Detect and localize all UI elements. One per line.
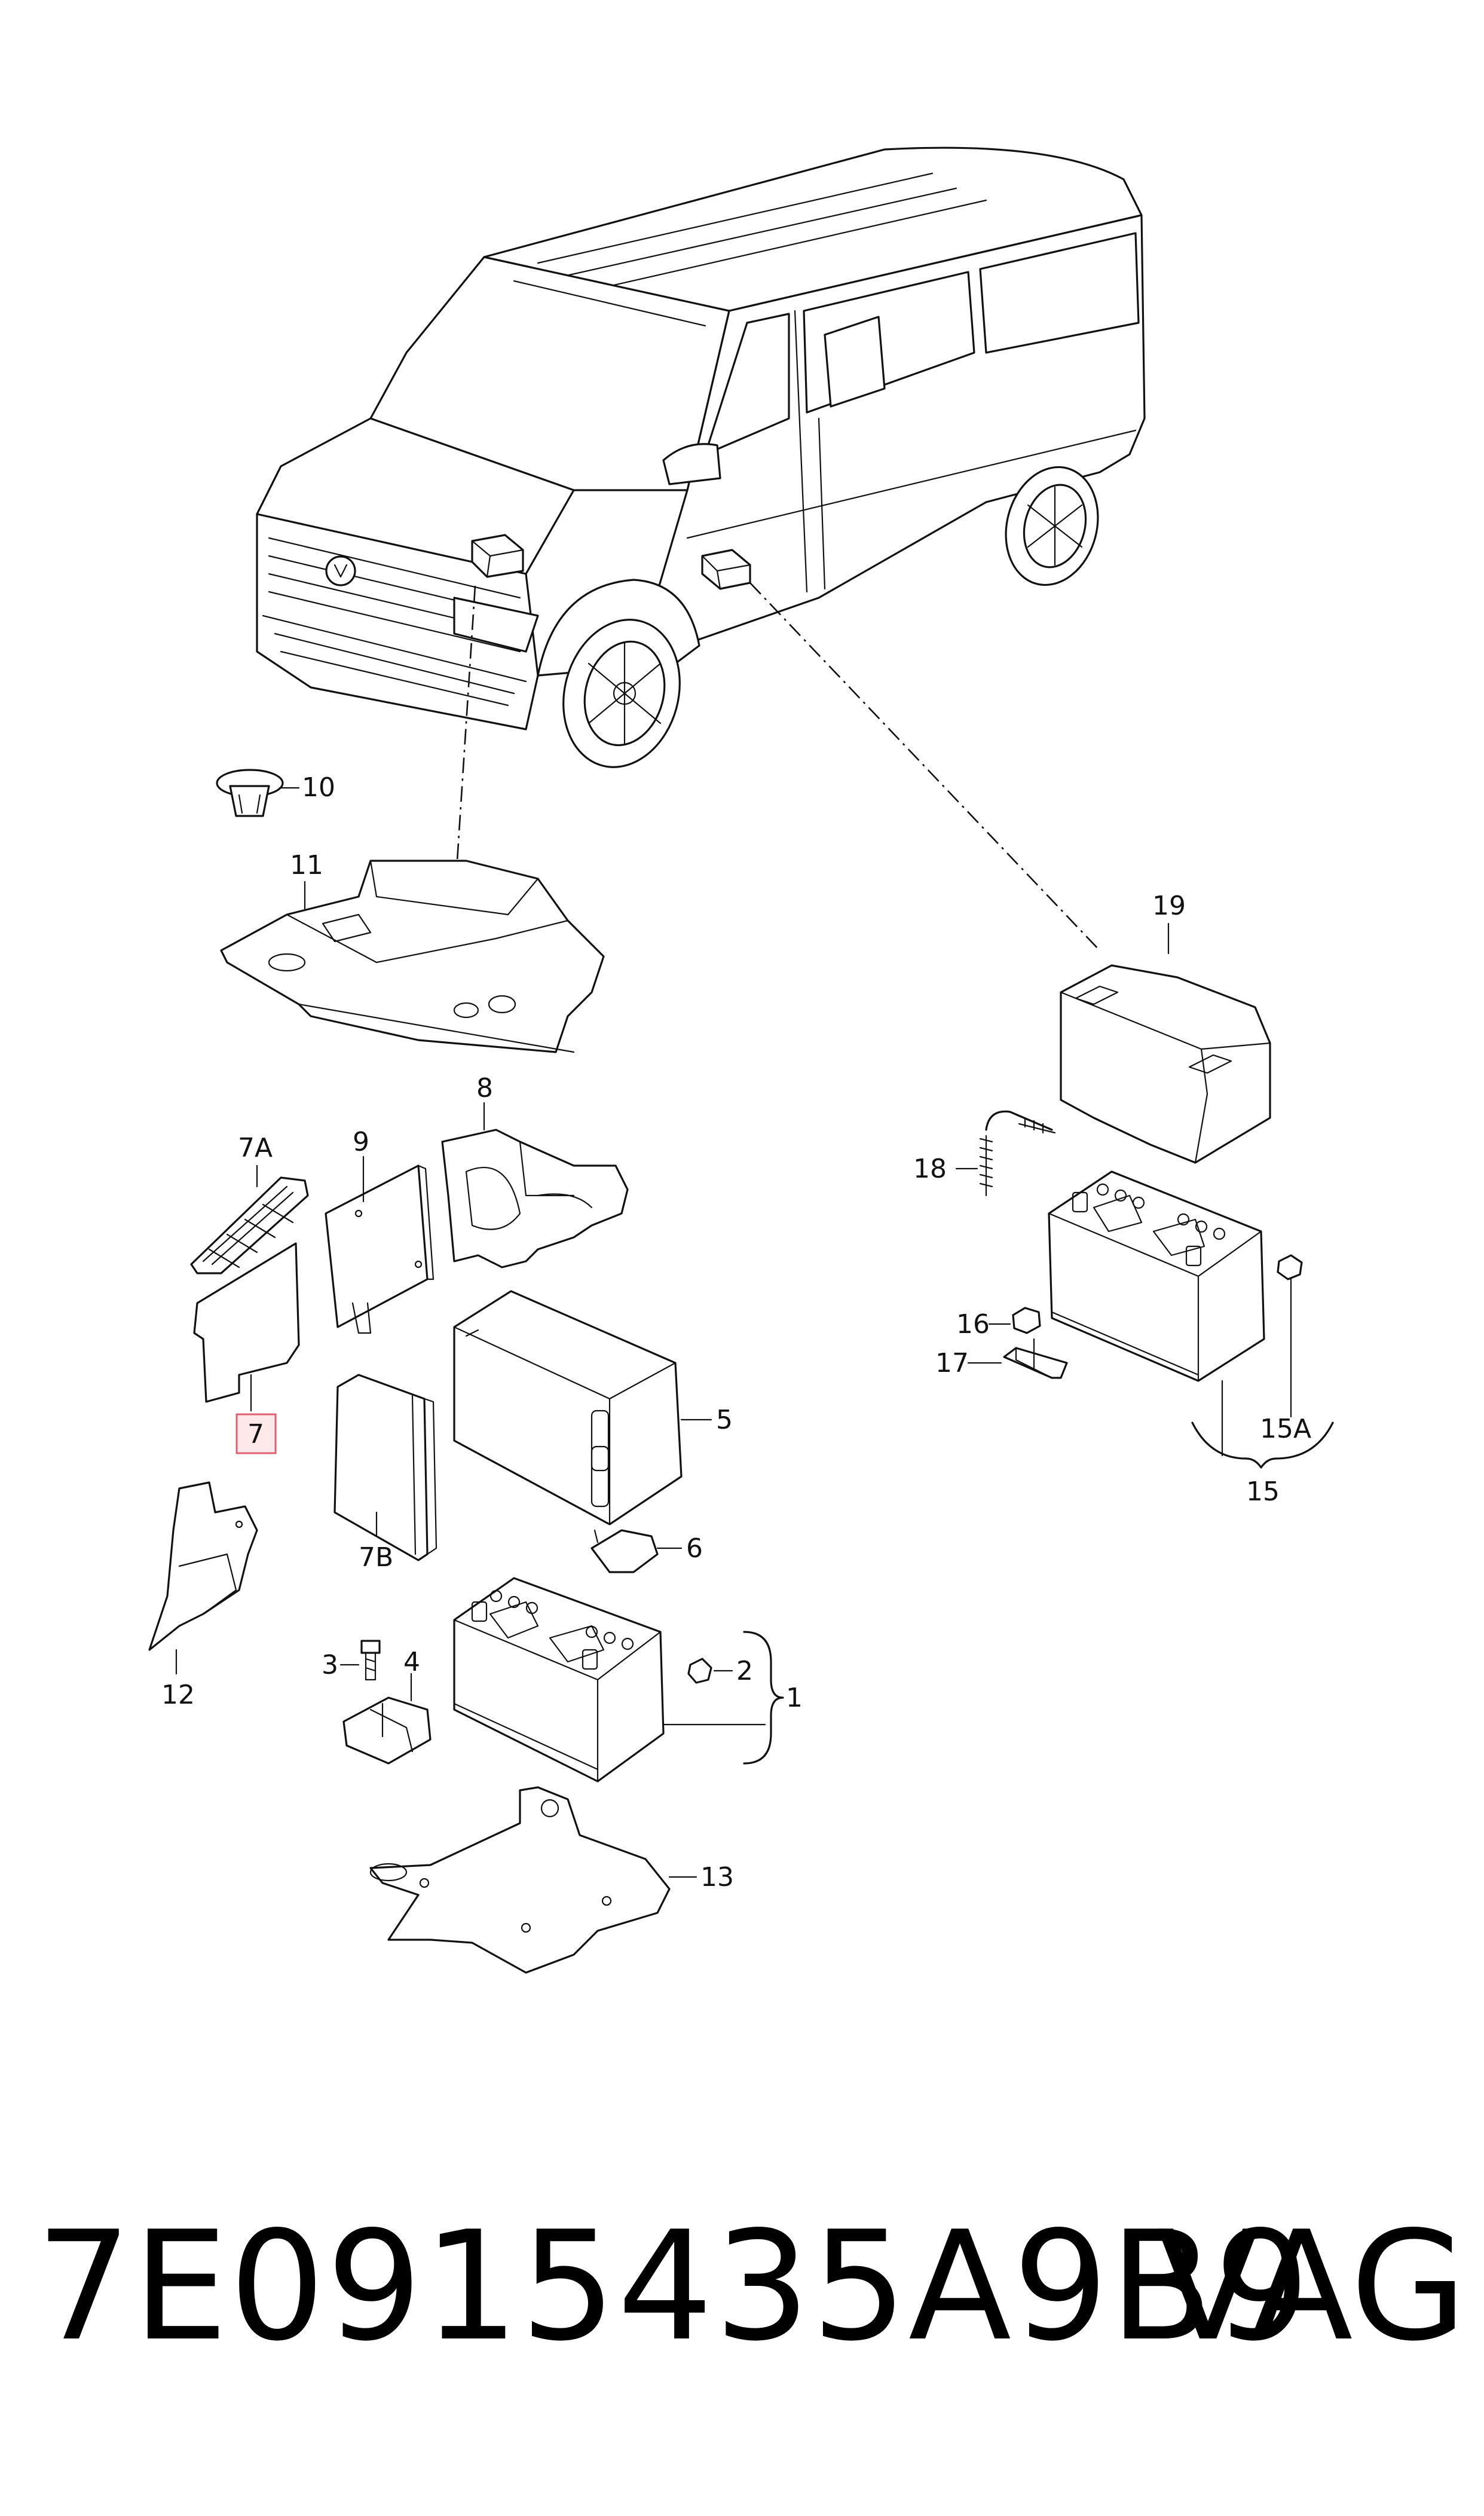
callout-10: 10 bbox=[302, 772, 335, 803]
callout-8: 8 bbox=[476, 1073, 493, 1103]
part-7b-side-panel bbox=[333, 1374, 437, 1561]
callout-17: 17 bbox=[935, 1348, 969, 1378]
part-16-nut bbox=[1012, 1307, 1041, 1334]
part-6-holder bbox=[590, 1529, 659, 1573]
part-5-battery-box bbox=[453, 1290, 683, 1526]
callout-19: 19 bbox=[1152, 891, 1186, 921]
callout-3: 3 bbox=[322, 1650, 338, 1680]
callout-16: 16 bbox=[956, 1309, 990, 1340]
callout-13: 13 bbox=[700, 1862, 734, 1893]
part-10-clip bbox=[216, 769, 284, 817]
callout-11: 11 bbox=[290, 850, 323, 881]
callout-1: 1 bbox=[786, 1683, 803, 1713]
part-4-clamp bbox=[342, 1696, 432, 1765]
part-19-battery-cover bbox=[1060, 964, 1271, 1164]
part-15-battery bbox=[1048, 1170, 1265, 1382]
part-11-cover bbox=[220, 860, 605, 1053]
callout-15a: 15A bbox=[1260, 1414, 1311, 1444]
callout-5: 5 bbox=[716, 1405, 733, 1435]
leader-van-to-battery-19 bbox=[749, 582, 1100, 951]
callout-4: 4 bbox=[403, 1647, 420, 1677]
leader-van-to-cover bbox=[456, 585, 476, 861]
callout-7: 7 bbox=[247, 1419, 264, 1450]
part-9-plate bbox=[325, 1164, 435, 1334]
callout-18: 18 bbox=[913, 1154, 947, 1184]
brand-label: VAG bbox=[1156, 2199, 1467, 2374]
part-8-bracket bbox=[441, 1129, 629, 1268]
callout-7-highlight bbox=[235, 1413, 277, 1454]
part-number: 7E0915435A9B9 bbox=[36, 2199, 1311, 2374]
callout-15: 15 bbox=[1246, 1476, 1280, 1507]
callout-6: 6 bbox=[686, 1533, 703, 1564]
parts-diagram: 10 11 8 9 7A 7 bbox=[148, 146, 1334, 1974]
part-13-base-plate bbox=[369, 1786, 671, 1974]
part-12-shield bbox=[148, 1481, 258, 1651]
part-18-vent-hose bbox=[979, 1110, 1056, 1197]
part-3-screw bbox=[360, 1640, 381, 1681]
van-illustration bbox=[256, 146, 1146, 768]
callout-2: 2 bbox=[736, 1656, 753, 1686]
part-7a-grid-cover bbox=[190, 1176, 309, 1274]
callout-12: 12 bbox=[161, 1680, 195, 1710]
callout-7b: 7B bbox=[359, 1542, 393, 1573]
part-2-nut bbox=[687, 1658, 712, 1684]
part-7-panel bbox=[193, 1242, 300, 1403]
callout-9: 9 bbox=[353, 1127, 369, 1157]
part-17-bracket bbox=[1003, 1338, 1068, 1379]
callout-7a: 7A bbox=[238, 1133, 273, 1163]
part-15a-nut bbox=[1277, 1254, 1303, 1280]
part-1-battery bbox=[453, 1577, 665, 1783]
